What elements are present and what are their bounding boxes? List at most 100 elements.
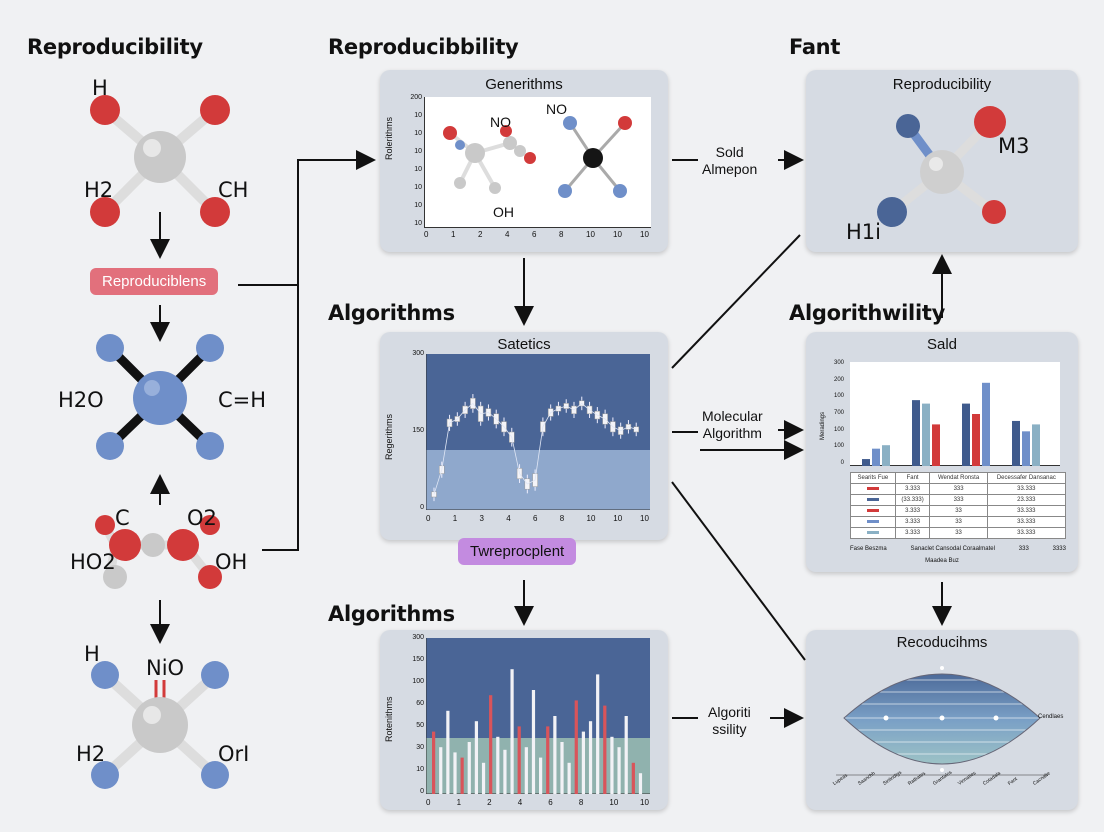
bar xyxy=(553,716,557,794)
molecule-2 xyxy=(96,334,224,460)
flow-label-2: Molecular Algorithm xyxy=(702,408,763,442)
y-tick-label: 100 xyxy=(833,393,844,400)
y-tick-label: 10 xyxy=(414,220,422,227)
table-cell xyxy=(850,516,896,528)
mol4-label-h: H xyxy=(84,642,100,666)
p1-label-no2: NO xyxy=(546,101,567,117)
panel-recoducihms-chart xyxy=(836,666,1048,776)
x-tick-label: 0 xyxy=(426,798,431,807)
x-tick-label: 4 xyxy=(517,798,523,807)
x-tick-label: 10 xyxy=(640,230,649,239)
table-header-cell: Wendat Ronsta xyxy=(929,472,988,484)
y-tick-label: 700 xyxy=(833,410,844,416)
x-tick-label: 0 xyxy=(424,230,429,239)
x-tick-label: 2 xyxy=(478,230,483,239)
grouped-bar xyxy=(1012,420,1020,466)
table-cell: 23.333 xyxy=(986,494,1067,506)
grouped-bar xyxy=(872,448,880,466)
x-tick-label: 10 xyxy=(613,230,622,239)
panel-bars-chart xyxy=(426,638,650,794)
panel-satetics-chart xyxy=(426,354,650,510)
panel-sald-ylabel: Meradings xyxy=(820,411,826,440)
y-tick-label: 10 xyxy=(414,148,422,155)
x-tick-label: 1 xyxy=(451,230,456,239)
pill-reproduciblens: Reproduciblens xyxy=(90,268,219,295)
table-footer-cell: Sanaclet Cansodal Coraalmatel xyxy=(910,546,995,552)
table-cell: 33.333 xyxy=(986,516,1067,528)
table-cell: 3.333 xyxy=(894,483,931,495)
legend-swatch xyxy=(866,487,879,490)
mol1-label-ch: CH xyxy=(218,178,249,202)
grouped-bar xyxy=(932,424,940,466)
diagonal-p2-to-p6 xyxy=(671,481,806,661)
panel-generithms-title: Generithms xyxy=(485,76,563,93)
legend-swatch xyxy=(866,531,879,534)
grouped-bar xyxy=(962,403,970,466)
y-tick-label: 100 xyxy=(833,426,844,433)
flow-label-3-line1: Algoriti xyxy=(708,704,751,720)
legend-swatch xyxy=(866,509,879,512)
panel-sald-table-footer: Fase Beszma Sanaclet Cansodal Coraalmate… xyxy=(850,546,1066,552)
flow-label-2-line2: Algorithm xyxy=(702,425,762,441)
table-cell xyxy=(850,527,896,539)
panel-sald-chart xyxy=(850,362,1060,466)
y-tick-label: 30 xyxy=(416,744,424,751)
mol2-label-h2o: H2O xyxy=(58,388,104,412)
table-footer-cell: Fase Beszma xyxy=(850,546,887,552)
flow-label-1-line1: Sold xyxy=(715,144,744,160)
panel-generithms-ylabel: Rolerithms xyxy=(384,116,394,160)
bar xyxy=(567,762,571,794)
panel-recoducihms: Recoducihms Cendlae xyxy=(806,630,1078,810)
x-tick-label: 10 xyxy=(640,514,649,523)
table-cell: (33.333) xyxy=(894,494,931,506)
grouped-bar xyxy=(922,403,930,466)
bar xyxy=(624,716,628,794)
x-tick-label: 1 xyxy=(456,798,462,807)
bar xyxy=(531,690,536,794)
x-tick-label: 4 xyxy=(505,230,510,239)
x-tick-label: 4 xyxy=(506,514,511,523)
bar xyxy=(539,757,543,794)
table-cell: 333 xyxy=(929,494,988,506)
panel-recoducihms-side-label: Cendlaes xyxy=(1038,714,1064,720)
connector-mol3-to-panel1 xyxy=(262,285,299,551)
candle-body xyxy=(431,491,437,498)
y-tick-label: 150 xyxy=(412,427,424,434)
heading-algorithwility: Algorithwility xyxy=(789,301,945,325)
flow-label-1-line2: Almepon xyxy=(702,161,758,177)
table-cell xyxy=(850,494,896,506)
bar xyxy=(446,710,450,794)
mol4-label-nio: NiO xyxy=(146,656,185,680)
y-tick-label: 300 xyxy=(412,634,424,641)
x-tick-label: 0 xyxy=(426,514,431,523)
table-header-row: Searits Fue Fant Wendat Ronsta Decessafe… xyxy=(850,472,1067,484)
y-tick-label: 10 xyxy=(414,112,422,119)
table-cell: 33 xyxy=(929,527,988,539)
x-tick-label: 6 xyxy=(532,230,537,239)
panel-generithms-plot xyxy=(424,97,651,228)
y-tick-label: 10 xyxy=(414,184,422,191)
mol3-label-c: C xyxy=(115,506,130,530)
table-cell: 33.333 xyxy=(986,505,1067,517)
y-tick-label: 60 xyxy=(416,700,424,707)
bar xyxy=(432,731,436,794)
table-cell: 33 xyxy=(929,505,988,517)
grouped-bar xyxy=(912,400,920,466)
panel-reproducibility-molecule: Reproducibility M3 H1i xyxy=(806,70,1078,252)
y-tick-label: 0 xyxy=(420,504,424,511)
x-tick-label: 8 xyxy=(578,798,584,807)
flow-label-2-line1: Molecular xyxy=(702,408,763,424)
mol4-label-ori: OrI xyxy=(218,742,250,766)
